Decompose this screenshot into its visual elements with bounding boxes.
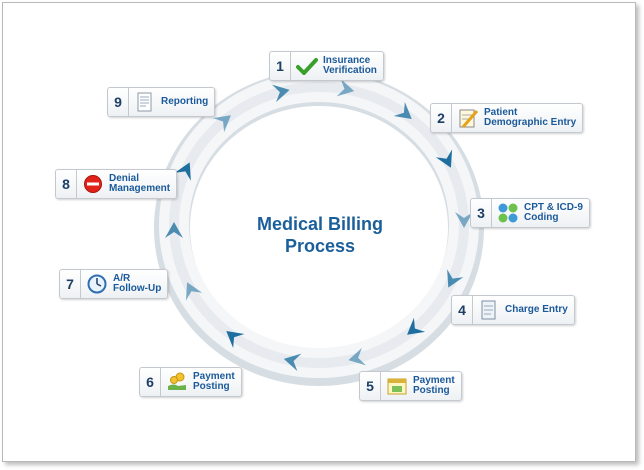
step-label: Denial Management [109,173,171,194]
title-line-2: Process [284,236,356,256]
cycle-ring [154,70,484,386]
diagram-frame: Medical Billing Process 1 Insurance Veri… [2,2,636,462]
step-9-reporting: 9 Reporting [107,87,216,117]
step-5-payment-posting: 5 Payment Posting [359,371,462,401]
step-label: Patient Demographic Entry [484,107,577,128]
cycle-arrow [336,78,355,97]
step-3-cpt-icd9-coding: 3 CPT & ICD-9 Coding [470,198,590,228]
cycle-arrow [393,101,412,119]
calendar-money-icon [385,375,409,397]
step-label: Reporting [161,96,209,107]
cycle-arrow [185,282,203,301]
hand-coins-icon [165,371,189,393]
puzzle-icon [496,202,520,224]
step-number: 1 [270,52,291,80]
step-7-ar-follow-up: 7 A/R Follow-Up [59,269,169,299]
step-label: Payment Posting [413,375,455,396]
step-6-payment-posting: 6 Payment Posting [139,367,242,397]
step-label: CPT & ICD-9 Coding [524,202,583,223]
cycle-arrow [212,115,231,133]
step-number: 5 [360,372,381,400]
notepad-pencil-icon [456,107,480,129]
cycle-arrow [174,162,191,181]
step-number: 4 [452,296,473,324]
center-title: Medical Billing Process [235,213,405,257]
step-number: 9 [108,88,129,116]
step-label: Payment Posting [193,371,235,392]
cycle-arrow [226,331,245,349]
report-sheet-icon [133,91,157,113]
denied-icon [81,173,105,195]
step-number: 6 [140,368,161,396]
cycle-arrows [165,78,473,372]
cycle-arrow [455,212,473,228]
step-label: A/R Follow-Up [113,273,162,294]
checkmark-icon [295,55,319,77]
clock-icon [85,273,109,295]
document-icon [477,299,501,321]
cycle-arrow [165,222,183,238]
cycle-arrow [435,149,453,168]
cycle-arrow [348,347,366,366]
step-label: Charge Entry [505,304,568,315]
step-number: 8 [56,170,77,198]
step-number: 7 [60,270,81,298]
cycle-arrow [283,353,302,372]
step-8-denial-management: 8 Denial Management [55,169,178,199]
title-line-1: Medical Billing [256,214,384,234]
step-1-insurance-verification: 1 Insurance Verification [269,51,384,81]
step-label: Insurance Verification [323,55,377,76]
step-4-charge-entry: 4 Charge Entry [451,295,575,325]
cycle-arrow [447,269,464,288]
cycle-arrow [272,84,290,103]
step-number: 2 [431,104,452,132]
step-number: 3 [471,199,492,227]
step-2-patient-demographic-entry: 2 Patient Demographic Entry [430,103,584,133]
cycle-arrow [407,317,426,335]
